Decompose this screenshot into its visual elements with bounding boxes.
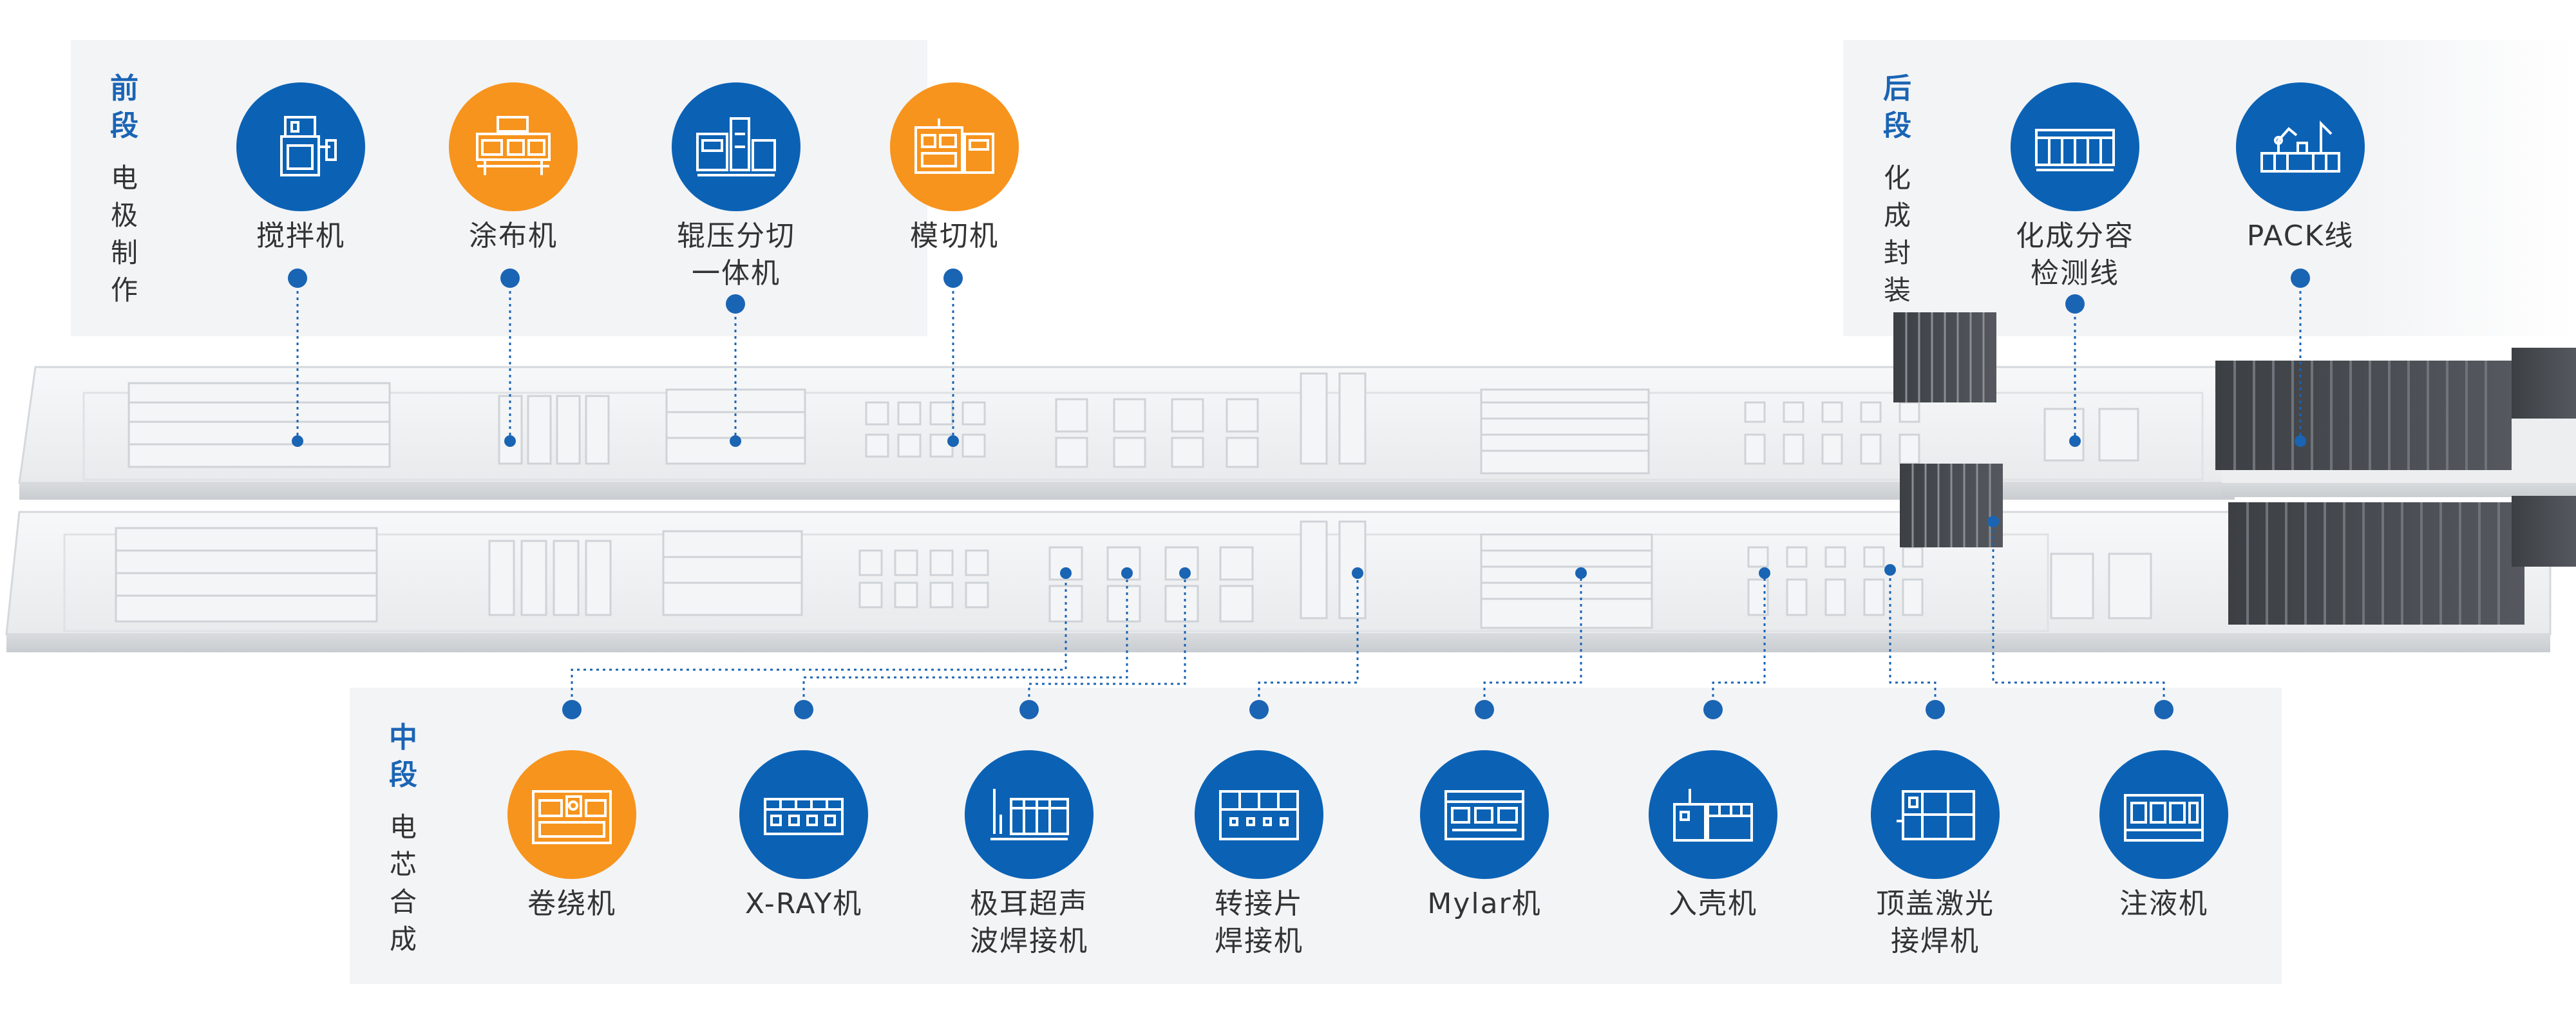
casing-icon [1649, 750, 1777, 879]
ultrasonic-icon [965, 750, 1094, 879]
laser-welder-icon [1871, 750, 2000, 879]
leader-lines [296, 278, 2302, 710]
robot-arm-icon [2236, 82, 2365, 211]
machine-formation-grading: 化成分容 检测线 [1959, 82, 2191, 290]
machine-die-cutter: 模切机 [838, 82, 1070, 276]
machine-pack-line: PACK线 [2184, 82, 2416, 276]
xray-icon [739, 750, 868, 879]
machine-casing: 入壳机 [1597, 750, 1829, 943]
machine-winder: 卷绕机 [456, 750, 688, 943]
upper-equipment [128, 372, 2139, 475]
machine-coater: 涂布机 [397, 82, 629, 276]
machine-filler: 注液机 [2048, 750, 2280, 943]
dark-equipment-banks [1893, 312, 2576, 625]
mixer-icon [236, 82, 365, 211]
upper-rail [18, 366, 2576, 500]
mylar-icon [1420, 750, 1549, 879]
leader-dots [288, 269, 2310, 719]
machine-xray: X-RAY机 [688, 750, 920, 943]
machine-mixer: 搅拌机 [185, 82, 417, 276]
lower-equipment [115, 520, 2152, 629]
machine-laser-welder: 顶盖激光 接焊机 [1819, 750, 2051, 958]
machine-roller-slitter: 辊压分切 一体机 [620, 82, 852, 290]
machine-mylar: Mylar机 [1368, 750, 1600, 943]
machine-ultrasonic-welder: 极耳超声 波焊接机 [913, 750, 1145, 958]
die-cutter-icon [890, 82, 1019, 211]
formation-icon [2011, 82, 2139, 211]
back-section-panel [1843, 40, 2576, 336]
roller-icon [672, 82, 800, 211]
lower-rail [5, 511, 2552, 652]
machine-tab-welder: 转接片 焊接机 [1143, 750, 1375, 958]
tab-welder-icon [1195, 750, 1323, 879]
filler-icon [2099, 750, 2228, 879]
coater-icon [449, 82, 578, 211]
winder-icon [507, 750, 636, 879]
